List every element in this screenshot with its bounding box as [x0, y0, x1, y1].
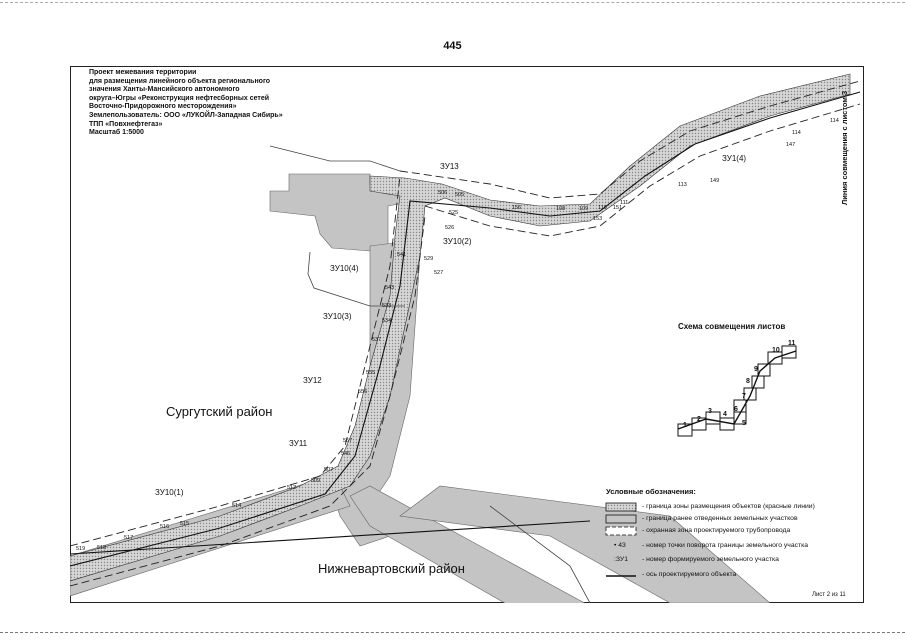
- bottom-rule: [0, 632, 905, 633]
- legend-item: - граница зоны размещения объектов (крас…: [642, 503, 815, 510]
- legend-text: - номер точки поворота границы земельног…: [642, 542, 809, 549]
- scheme-number: 2: [697, 416, 701, 423]
- point-label: 534: [382, 318, 392, 324]
- scheme-number: 11: [788, 340, 796, 347]
- legend-text: - номер формируемого земельного участка: [642, 556, 779, 563]
- scheme-number: 5: [742, 420, 746, 427]
- point-label: 156: [512, 205, 522, 211]
- point-label: 533: [382, 303, 392, 309]
- scheme-number: 3: [708, 408, 712, 415]
- point-label: 505: [455, 192, 465, 198]
- parcel-label: ЗУ10(2): [443, 237, 472, 246]
- point-label: 111: [620, 200, 629, 206]
- point-label: 153: [593, 216, 603, 222]
- legend-text: - граница ранее отведенных земельных уча…: [642, 515, 798, 522]
- parcel-label: ЗУ10(4): [330, 264, 359, 273]
- point-label: 149: [710, 178, 720, 184]
- scheme-number: 7: [742, 393, 746, 400]
- point-label: 518: [97, 545, 107, 551]
- title-line: Проект межевания территории: [89, 69, 197, 76]
- point-label: 151: [613, 205, 623, 211]
- title-line: значения Ханты-Мансийского автономного: [89, 86, 240, 94]
- point-label: 147: [786, 142, 796, 148]
- point-label: 113: [678, 182, 687, 188]
- title-line: Масштаб 1:5000: [89, 129, 144, 137]
- legend-text: - граница зоны размещения объектов (крас…: [642, 503, 815, 510]
- map-frame: [70, 66, 864, 603]
- title-block: Проект межевания территории для размещен…: [89, 69, 329, 138]
- legend-symbol: :ЗУ1: [614, 556, 629, 563]
- point-label: 515: [180, 521, 190, 527]
- legend-title: Условные обозначения:: [606, 487, 696, 496]
- parcel-label: ЗУ10(1): [155, 488, 184, 497]
- top-rule: [0, 2, 905, 3]
- legend-item: - охранная зона проектируемого трубопров…: [642, 527, 790, 534]
- scheme-number: 8: [746, 378, 750, 385]
- point-label: 514: [232, 503, 242, 509]
- district-surgut: Сургутский район: [166, 404, 273, 419]
- map-drawing: [70, 73, 861, 603]
- point-label: 525: [449, 210, 459, 216]
- roads: [269, 145, 591, 603]
- point-label: 555: [366, 370, 376, 376]
- scheme-number: 6: [734, 406, 738, 413]
- parcel-label: ЗУ10(3): [323, 312, 352, 321]
- parcel-label: ЗУ1(4): [722, 154, 747, 163]
- legend-item: :ЗУ1 - номер формируемого земельного учас…: [614, 556, 779, 563]
- point-label: 526: [445, 225, 455, 231]
- legend-item: • 43 - номер точки поворота границы земел…: [614, 542, 808, 549]
- point-label: 529: [424, 256, 434, 262]
- placement-zone: [70, 73, 851, 582]
- pipeline-axis: [70, 91, 861, 567]
- parcel-label: ЗУ11: [289, 439, 308, 448]
- title-line: для размещения линейного объекта региона…: [89, 77, 271, 85]
- point-label: 546: [341, 451, 351, 457]
- title-line: Землепользователь: ООО «ЛУКОЙЛ-Западная …: [89, 111, 283, 119]
- legend-item: - ось проектируемого объекта: [642, 571, 736, 578]
- point-label: 509: [311, 478, 321, 484]
- legend-symbol: • 43: [614, 542, 626, 549]
- scheme-number: 1: [683, 422, 687, 429]
- point-label: 557: [343, 438, 353, 444]
- protective-zone-lines: [70, 80, 861, 587]
- scheme-number: 4: [723, 411, 727, 418]
- point-label: 507: [324, 467, 334, 473]
- point-label: 108: [556, 206, 566, 212]
- point-label: 527: [434, 270, 444, 276]
- sheet-scheme: [677, 345, 797, 437]
- legend-item: - граница ранее отведенных земельных уча…: [642, 515, 798, 522]
- page-number: 445: [443, 40, 462, 52]
- point-label: 512: [287, 485, 297, 491]
- point-label: 114: [792, 130, 801, 136]
- point-label: 556: [358, 389, 368, 395]
- title-line: округа–Югры «Реконструкция нефтесборных …: [89, 94, 270, 102]
- legend-symbols: [605, 502, 637, 577]
- title-line: Восточно-Придорожного месторождения»: [89, 103, 237, 111]
- parcel-label: ЗУ13: [440, 162, 459, 171]
- point-label: 543: [385, 285, 395, 291]
- point-label: 541: [397, 252, 407, 258]
- sheet-number: Лист 2 из 11: [812, 592, 846, 598]
- point-label: 516: [160, 524, 170, 530]
- scheme-title: Схема совмещения листов: [678, 322, 786, 331]
- point-label: 109: [579, 206, 589, 212]
- point-label: 506: [438, 190, 448, 196]
- point-label: 110: [598, 205, 607, 211]
- scheme-number: 10: [772, 347, 780, 354]
- legend-text: - ось проектируемого объекта: [642, 571, 737, 578]
- district-nizhnevartovsk: Нижневартовский район: [318, 561, 465, 576]
- scheme-number: 9: [754, 366, 758, 373]
- legend-text: - охранная зона проектируемого трубопров…: [642, 527, 791, 534]
- point-label: 537: [372, 337, 382, 343]
- point-label: 517: [124, 535, 134, 541]
- point-label: 114: [830, 118, 839, 124]
- parcel-label: ЗУ12: [303, 376, 322, 385]
- point-label: 519: [76, 546, 86, 552]
- title-line: ТПП «Повхнефтегаз»: [89, 120, 163, 128]
- sheet-join-label: Линия совмещения с листом 3: [840, 90, 849, 205]
